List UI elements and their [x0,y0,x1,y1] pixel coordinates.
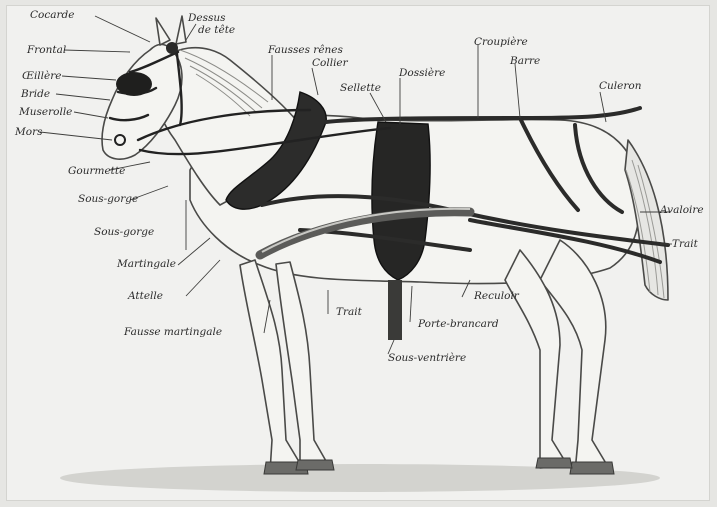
label-sous-ventriere: Sous-ventrière [388,352,466,364]
label-avaloire: Avaloire [660,204,704,216]
label-bride: Bride [21,88,50,100]
label-sellette: Sellette [340,82,381,94]
label-trait-right: Trait [672,238,698,250]
label-cocarde: Cocarde [30,9,74,21]
label-mors: Mors [15,126,42,138]
label-culeron: Culeron [599,80,641,92]
label-muserolle: Muserolle [19,106,72,118]
label-porte-brancard: Porte-brancard [418,318,499,330]
label-trait-bottom: Trait [336,306,362,318]
label-martingale: Martingale [117,258,176,270]
label-attelle: Attelle [128,290,163,302]
label-collier: Collier [312,57,348,69]
blinker [116,72,152,96]
label-fausses-renes: Fausses rênes [268,44,343,56]
label-gourmette: Gourmette [68,165,125,177]
label-reculoir: Reculoir [474,290,519,302]
label-fausse-martingale: Fausse martingale [124,326,222,338]
label-sousgorge: Sous-gorge [78,193,138,205]
rosette [166,42,178,54]
label-dessus-de-tete-2: de tête [198,24,235,36]
harness-saddle [372,122,430,340]
label-dessus-de-tete: Dessus [188,12,226,24]
label-oillere: Œillère [22,70,61,82]
label-dossiere: Dossière [399,67,445,79]
label-barre: Barre [510,55,540,67]
label-frontal: Frontal [27,44,66,56]
label-croupiere: Croupière [474,36,528,48]
label-sousgorge-2: Sous-gorge [94,226,154,238]
